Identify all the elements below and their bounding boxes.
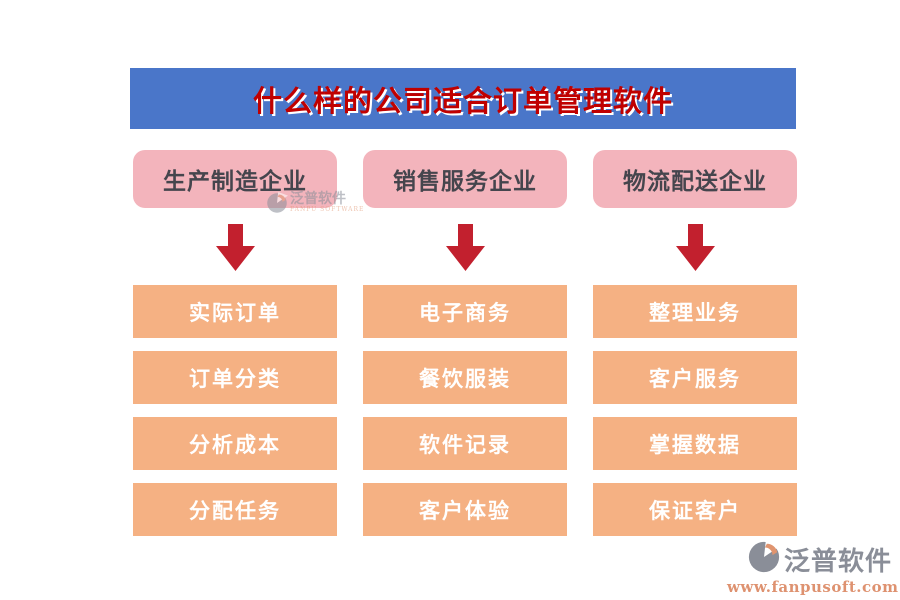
footer-brand-text: 泛普软件 bbox=[783, 546, 892, 577]
down-arrow-icon bbox=[133, 224, 337, 272]
fanpu-logo-icon bbox=[747, 540, 781, 578]
page-title: 什么样的公司适合订单管理软件 bbox=[252, 83, 673, 118]
item-box: 客户服务 bbox=[593, 351, 797, 404]
item-box: 电子商务 bbox=[363, 285, 567, 338]
item-box: 软件记录 bbox=[363, 417, 567, 470]
item-box: 整理业务 bbox=[593, 285, 797, 338]
footer-url-text: www.fanpusoft.com bbox=[727, 578, 899, 596]
item-box: 订单分类 bbox=[133, 351, 337, 404]
item-box: 分配任务 bbox=[133, 483, 337, 536]
item-box: 分析成本 bbox=[133, 417, 337, 470]
item-box: 客户体验 bbox=[363, 483, 567, 536]
column-header: 销售服务企业 bbox=[363, 150, 567, 208]
down-arrow-icon bbox=[593, 224, 797, 272]
column-header: 生产制造企业 bbox=[133, 150, 337, 208]
fanpu-footer-logo: 泛普软件 www.fanpusoft.com bbox=[727, 540, 899, 596]
title-banner: 什么样的公司适合订单管理软件 bbox=[130, 68, 796, 129]
item-box: 实际订单 bbox=[133, 285, 337, 338]
item-box: 掌握数据 bbox=[593, 417, 797, 470]
item-box: 餐饮服装 bbox=[363, 351, 567, 404]
down-arrow-icon bbox=[363, 224, 567, 272]
item-box: 保证客户 bbox=[593, 483, 797, 536]
column-header: 物流配送企业 bbox=[593, 150, 797, 208]
